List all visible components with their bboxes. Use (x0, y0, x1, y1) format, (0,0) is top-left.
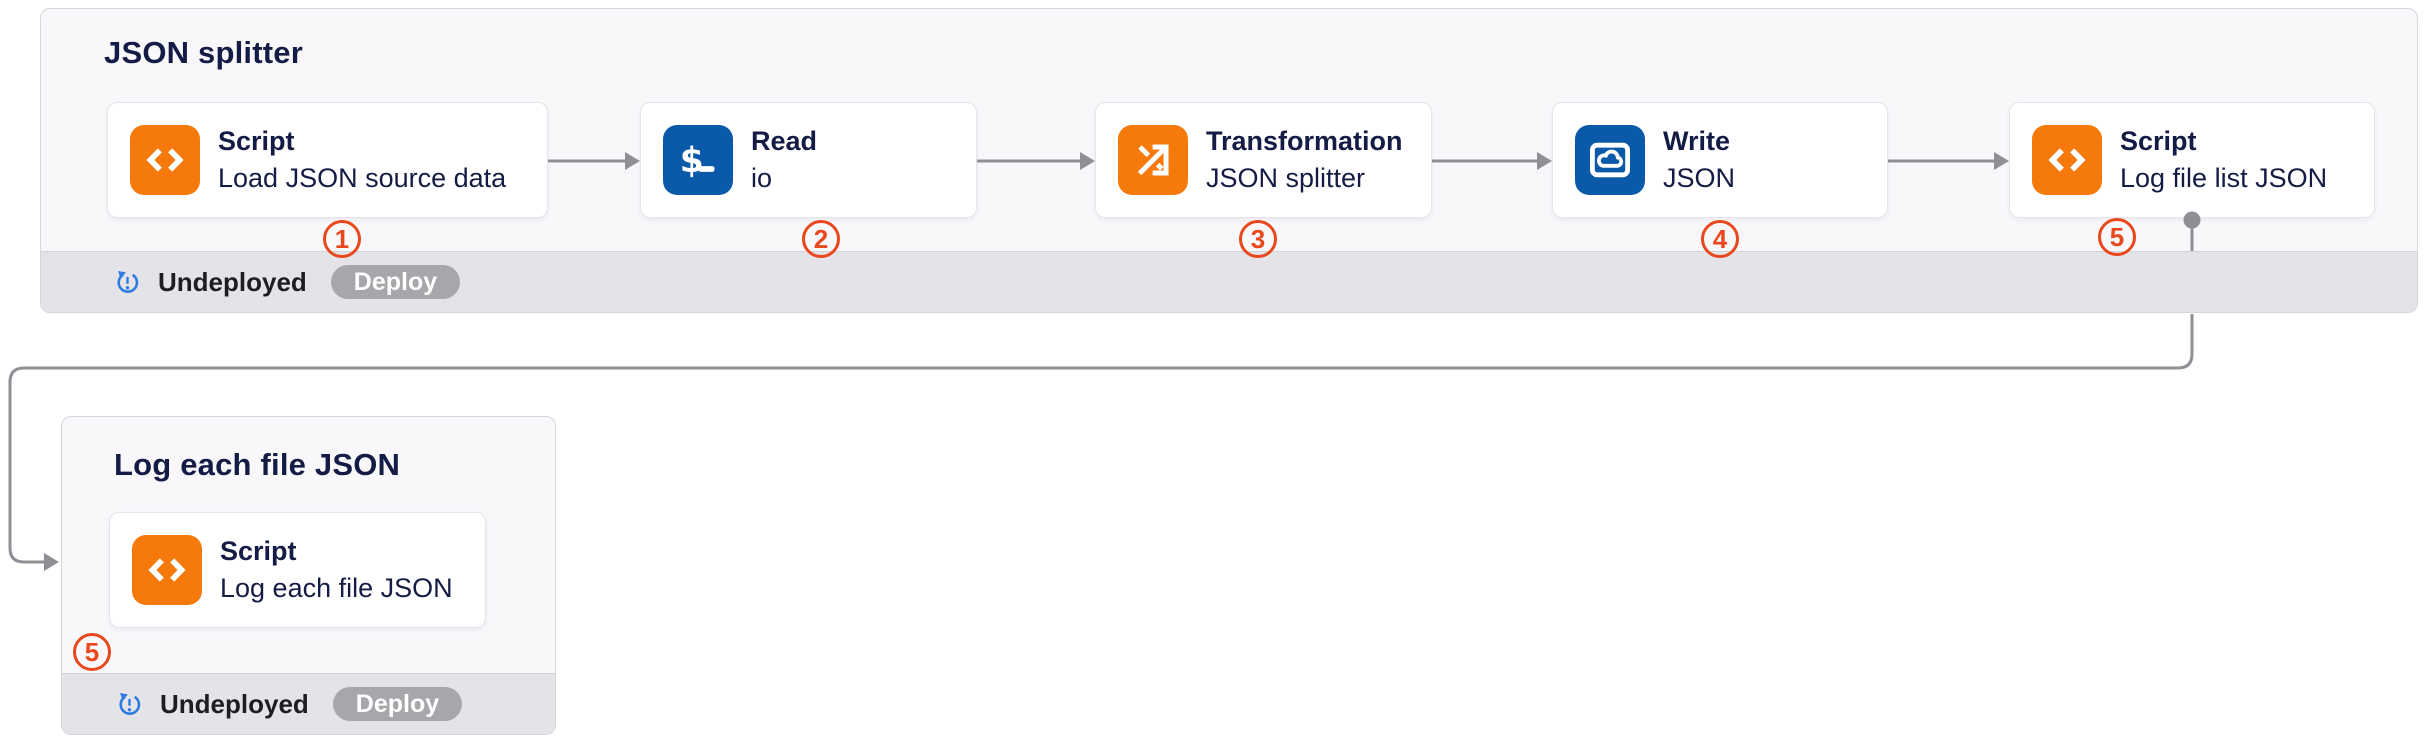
node-type: Write (1663, 126, 1731, 156)
node-subtitle: JSON splitter (1206, 163, 1366, 193)
step-badge: 5 (2098, 218, 2136, 256)
node-type: Script (218, 126, 295, 156)
node-script-load-json[interactable]: Script Load JSON source data (107, 102, 548, 218)
node-type: Script (2120, 126, 2197, 156)
svg-text:$: $ (680, 141, 704, 181)
deploy-button[interactable]: Deploy (332, 687, 463, 721)
shuffle-icon (1118, 125, 1188, 195)
node-script-log-file-list[interactable]: Script Log file list JSON (2009, 102, 2375, 218)
deployment-status-bar: Undeployed Deploy (62, 673, 555, 734)
node-type: Script (220, 536, 297, 566)
deploy-button[interactable]: Deploy (330, 265, 461, 299)
node-transformation-json-splitter[interactable]: Transformation JSON splitter (1095, 102, 1432, 218)
undeployed-icon (114, 269, 141, 296)
pipeline-title: JSON splitter (104, 35, 303, 70)
node-read-io[interactable]: $ Read io (640, 102, 977, 218)
terminal-icon: $ (663, 125, 733, 195)
step-badge: 5 (73, 633, 111, 671)
step-badge: 2 (802, 220, 840, 258)
node-write-json[interactable]: Write JSON (1552, 102, 1888, 218)
node-type: Transformation (1206, 126, 1403, 156)
step-badge: 1 (323, 220, 361, 258)
node-subtitle: Log file list JSON (2120, 163, 2328, 193)
node-subtitle: JSON (1663, 163, 1736, 193)
step-badge: 3 (1239, 220, 1277, 258)
node-subtitle: Log each file JSON (220, 573, 453, 603)
cloud-write-icon (1575, 125, 1645, 195)
code-icon (130, 125, 200, 195)
status-label: Undeployed (160, 688, 309, 719)
status-label: Undeployed (158, 266, 307, 297)
node-type: Read (751, 126, 818, 156)
code-icon (2032, 125, 2102, 195)
code-icon (132, 535, 202, 605)
node-script-log-each-file[interactable]: Script Log each file JSON (109, 512, 486, 628)
undeployed-icon (116, 691, 143, 718)
step-badge: 4 (1701, 220, 1739, 258)
node-subtitle: Load JSON source data (218, 163, 507, 193)
pipeline-title: Log each file JSON (114, 447, 401, 482)
node-subtitle: io (751, 163, 773, 193)
deployment-status-bar: Undeployed Deploy (41, 251, 2417, 312)
